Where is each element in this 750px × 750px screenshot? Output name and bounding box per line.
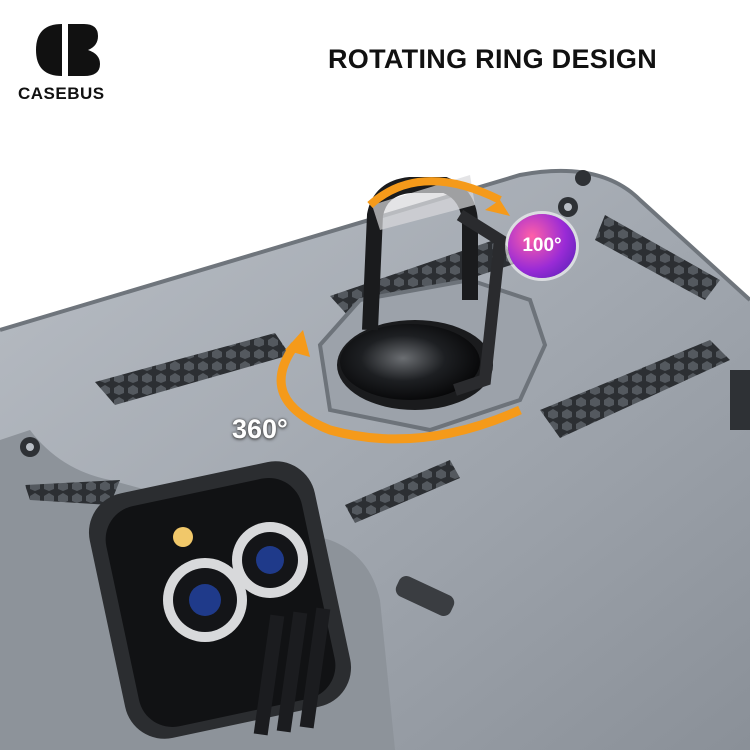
casebus-logo-icon — [36, 24, 100, 76]
rotation-angle-label: 360° — [232, 414, 288, 444]
brand-name: CASEBUS — [18, 84, 105, 103]
ring-disc — [340, 324, 480, 400]
camera-flash — [173, 527, 193, 547]
rotation-arrow — [276, 342, 522, 444]
tilt-arrow — [367, 177, 502, 209]
side-button — [395, 575, 455, 617]
tilt-angle-badge: 100° — [508, 214, 576, 278]
headline: ROTATING RING DESIGN — [328, 44, 657, 74]
brand-logo: CASEBUS — [18, 20, 118, 110]
